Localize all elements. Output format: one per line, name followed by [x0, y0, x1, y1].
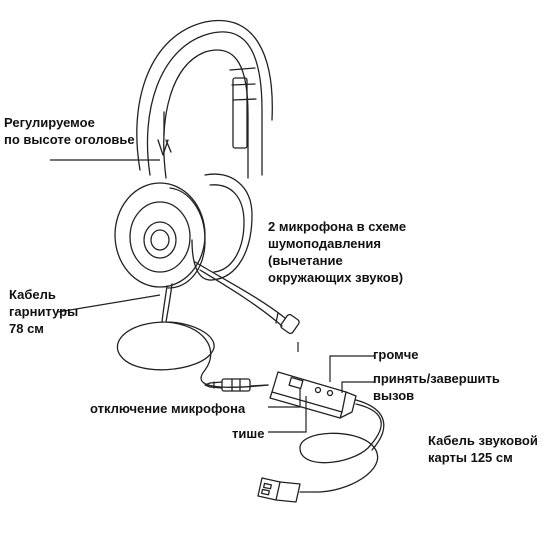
leader-answer	[341, 381, 375, 393]
label-answer-end: принять/завершить вызов	[373, 371, 500, 403]
headband-icon	[136, 19, 273, 179]
usb-cable-icon	[299, 399, 385, 493]
leader-lines	[50, 159, 375, 433]
label-volume-up: громче	[373, 347, 419, 362]
microphone-icon	[194, 261, 300, 335]
leader-volume-up	[329, 355, 375, 382]
control-box-icon	[269, 371, 357, 419]
headset-cable-icon	[116, 283, 269, 388]
label-mics: 2 микрофона в схеме шумоподавления (выче…	[268, 219, 407, 285]
usb-plug-icon	[257, 477, 321, 503]
label-headset-cable: Кабель гарнитуры 78 см	[9, 287, 79, 336]
right-earcup-icon	[191, 173, 253, 281]
label-usb-cable: Кабель звуковой карты 125 см	[428, 433, 538, 465]
left-earcup-icon	[114, 182, 206, 289]
label-headband: Регулируемое по высоте оголовье	[4, 115, 135, 147]
leader-headset-cable	[57, 294, 161, 313]
leader-volume-down	[268, 396, 307, 433]
label-volume-down: тише	[232, 426, 265, 441]
leader-mute	[268, 389, 301, 408]
label-mute: отключение микрофона	[90, 401, 246, 416]
jack-plug-icon	[204, 378, 269, 392]
brand-logo-icon	[157, 111, 172, 156]
